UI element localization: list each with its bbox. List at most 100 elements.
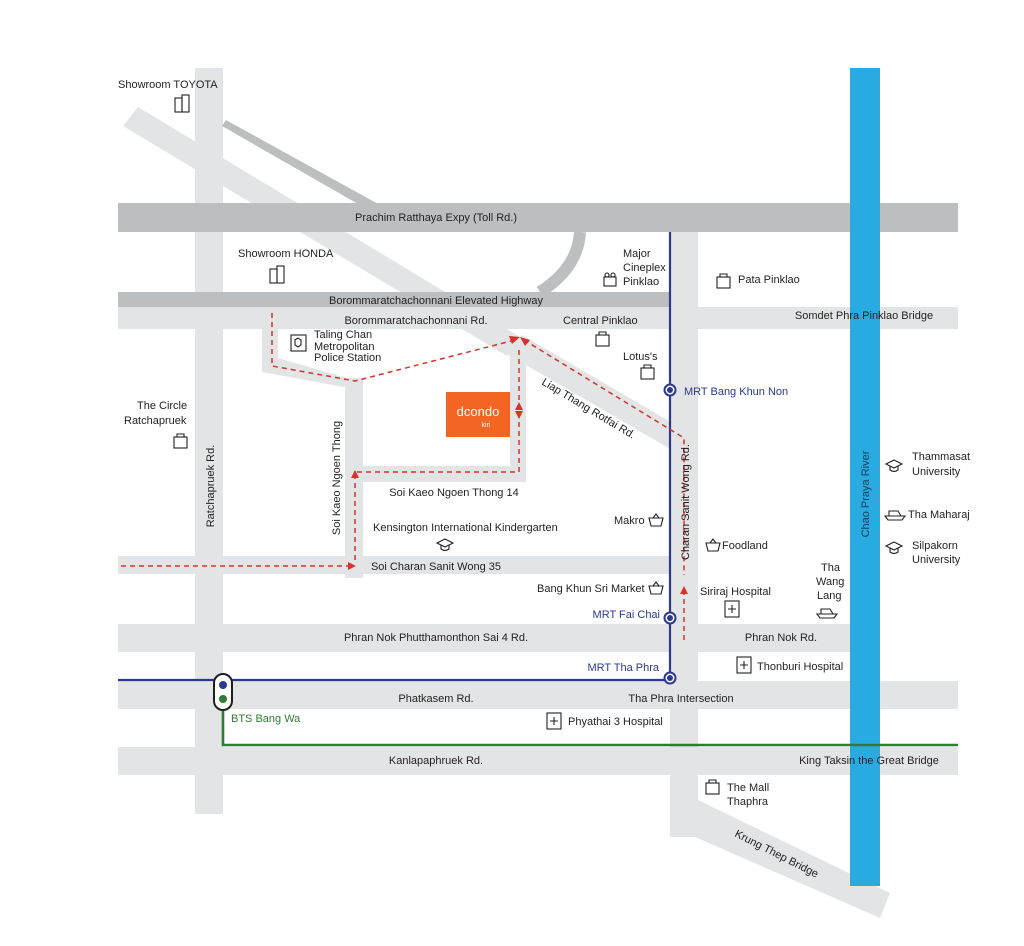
mrt-stations [663,383,677,685]
building-icon [174,94,190,113]
place-label-circle: The Circle [137,400,187,412]
graduation-cap-icon [884,541,904,555]
station-marker [667,387,673,393]
place-label-phyathai: Phyathai 3 Hospital [568,716,663,728]
station-label-fai-chai: MRT Fai Chai [593,609,660,621]
place-label-major: Major [623,248,651,260]
arrow-up-left [520,337,530,346]
road-soi-charan-sanit-wong-35 [118,556,670,574]
place-label-honda: Showroom HONDA [238,248,334,260]
place-label-foodland: Foodland [722,540,768,552]
highway-elevated [118,292,670,307]
river-label: Chao Praya River [860,450,872,537]
place-label-silpakorn: University [912,554,961,566]
road-label-charan: Charan Sanit Wong Rd. [680,444,692,560]
route-arrows [348,336,688,594]
arrow-down [515,411,523,419]
place-label-pata: Pata Pinklao [738,274,800,286]
arrow-up [515,402,523,410]
cinema-icon [603,272,617,287]
road-label-elevated: Borommaratchachonnani Elevated Highway [329,295,544,307]
place-labels: Showroom TOYOTA Showroom HONDA Major Cin… [118,79,970,808]
place-label-major: Pinklao [623,276,659,288]
highway-curved-ramp [536,231,586,298]
graduation-cap-icon [884,459,904,473]
shopping-bag-icon [716,273,731,289]
road-label-soi-charan-35: Soi Charan Sanit Wong 35 [371,561,501,573]
road-borommaratchachonnani [118,307,958,329]
road-phran-nok [118,624,850,652]
place-label-major: Cineplex [623,262,666,274]
place-label-tha-wang-lang: Lang [817,590,841,602]
station-marker [667,675,673,681]
place-label-thammasat: Thammasat [912,451,970,463]
hospital-icon [546,712,562,730]
route-soi-14 [354,410,520,560]
road-label-soi-kaeo: Soi Kaeo Ngoen Thong [331,421,343,535]
road-label-tha-phra-int: Tha Phra Intersection [628,693,733,705]
highway-prachim-ratthaya [118,203,958,232]
place-label-bkhs-market: Bang Khun Sri Market [537,583,645,595]
place-label-makro: Makro [614,515,645,527]
road-label-prachim: Prachim Ratthaya Expy (Toll Rd.) [355,212,517,224]
road-charan-sanit-wong [670,232,698,837]
logo-sub-text: kiri [482,422,491,429]
station-label-bang-wa: BTS Bang Wa [231,713,301,725]
route-west-loop [271,313,516,382]
road-label-somdet-bridge: Somdet Phra Pinklao Bridge [795,310,933,322]
building-icon [269,265,285,284]
road-phatkasem [118,681,958,709]
road-label-phran-nok: Phran Nok Rd. [745,632,817,644]
place-label-circle: Ratchapruek [124,415,187,427]
shopping-bag-icon [173,433,188,449]
place-label-tha-wang-lang: Wang [816,576,844,588]
arrow-up-right [509,336,520,344]
station-label-bang-khun-non: MRT Bang Khun Non [684,386,788,398]
highways [118,120,958,307]
arrow-right [348,562,356,570]
road-soi-kaeo-ngoen-thong-14 [345,466,525,482]
place-label-tha-wang-lang: Tha [821,562,841,574]
place-label-mall: The Mall [727,782,769,794]
road-label-ratchapruek: Ratchapruek Rd. [205,445,217,528]
shopping-bag-icon [595,331,610,347]
road-liap-thang-rotfai [507,335,686,450]
highway-diagonal-ramp [222,120,380,212]
road-label-soi-kaeo-14: Soi Kaeo Ngoen Thong 14 [389,487,518,499]
bts-station-marker [213,673,233,711]
shopping-bag-icon [640,364,655,380]
boat-icon [883,510,907,521]
station-marker [667,615,673,621]
logo-main-text: dcondo [457,404,500,419]
place-label-silpakorn: Silpakorn [912,540,958,552]
road-label-kanlapa: Kanlapaphruek Rd. [389,755,483,767]
hospital-icon [724,600,740,618]
place-label-thonburi: Thonburi Hospital [757,661,843,673]
police-icon [290,334,307,352]
place-label-police: Police Station [314,352,381,364]
basket-icon [648,513,664,527]
road-label-phran-nok-sai4: Phran Nok Phutthamonthon Sai 4 Rd. [344,632,528,644]
basket-icon [648,581,664,595]
hospital-icon [736,656,752,674]
arrow-up [351,470,359,478]
graduation-cap-icon [435,538,455,552]
project-logo: dcondo kiri [446,392,510,437]
boat-icon [815,608,839,619]
road-label-phatkasem: Phatkasem Rd. [398,693,473,705]
place-label-maharaj: Tha Maharaj [908,509,970,521]
bts-line [221,708,958,747]
place-label-central: Central Pinklao [563,315,638,327]
place-label-police: Taling Chan [314,329,372,341]
place-label-toyota: Showroom TOYOTA [118,79,218,91]
station-label-tha-phra: MRT Tha Phra [587,662,659,674]
road-krung-thep-bridge [670,800,890,918]
route-to-project [121,313,685,640]
road-label-borom-rd: Borommaratchachonnani Rd. [344,315,487,327]
road-label-king-taksin: King Taksin the Great Bridge [799,755,939,767]
shopping-bag-icon [705,779,720,795]
basket-icon [705,538,721,552]
road-soi-loop [262,325,360,390]
road-kanlapaphruek [118,747,958,775]
